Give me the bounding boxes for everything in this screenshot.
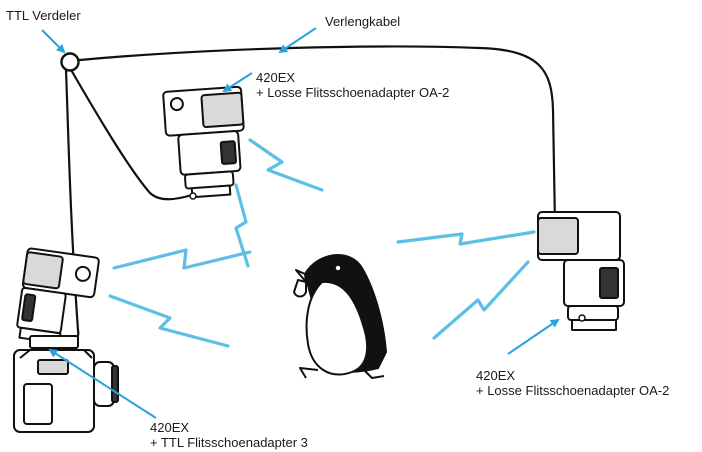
cable-plug-top <box>189 192 197 200</box>
extension-cable-label: Verlengkabel <box>325 14 401 29</box>
flash-camera-label: 420EX + TTL Flitsschoenadapter 3 <box>150 420 308 450</box>
ttl-hotshoe-adapter <box>29 335 79 349</box>
speedlite-flash-camera <box>16 247 100 345</box>
flash-window <box>537 217 579 255</box>
arrow-icon <box>507 318 560 355</box>
lightning-ray-icon <box>432 260 530 340</box>
penguin-icon <box>293 254 387 379</box>
flash-camera-model: 420EX <box>150 420 190 435</box>
speedlite-flash-top <box>162 85 245 199</box>
cable-to-top-flash <box>68 66 194 201</box>
extension-cable <box>78 45 557 227</box>
slr-camera-icon <box>13 335 119 433</box>
lightning-ray-icon <box>108 294 230 348</box>
penguin-beak <box>295 269 307 283</box>
flash-top-adapter: + Losse Flitsschoenadapter OA-2 <box>256 85 450 100</box>
arrow-icon <box>41 29 66 54</box>
penguin-belly <box>305 280 369 376</box>
lightning-ray-icon <box>396 230 536 246</box>
penguin-eye <box>333 263 343 273</box>
penguin-raised-flipper <box>293 279 307 298</box>
penguin-feet <box>299 367 385 379</box>
flash-top-label: 420EX + Losse Flitsschoenadapter OA-2 <box>256 70 449 100</box>
flash-top-model: 420EX <box>256 70 296 85</box>
flash-window <box>22 251 64 290</box>
flash-window <box>200 91 245 129</box>
arrow-icon <box>222 72 253 93</box>
flash-right-model: 420EX <box>476 368 516 383</box>
ttl-splitter-icon <box>60 52 80 72</box>
pointer-arrows <box>41 27 560 419</box>
ttl-splitter-label: TTL Verdeler <box>6 8 81 23</box>
speedlite-flash-right <box>537 211 625 331</box>
cable-plug-right <box>578 314 586 322</box>
flash-right-adapter: + Losse Flitsschoenadapter OA-2 <box>476 383 670 398</box>
lightning-ray-icon <box>234 183 250 268</box>
light-rays <box>108 138 536 348</box>
arrow-icon <box>48 348 157 419</box>
lightning-ray-icon <box>248 138 324 192</box>
flash-right-label: 420EX + Losse Flitsschoenadapter OA-2 <box>476 368 669 398</box>
flash-camera-adapter: + TTL Flitsschoenadapter 3 <box>150 435 308 450</box>
lightning-ray-icon <box>112 248 252 270</box>
arrow-icon <box>278 27 317 54</box>
